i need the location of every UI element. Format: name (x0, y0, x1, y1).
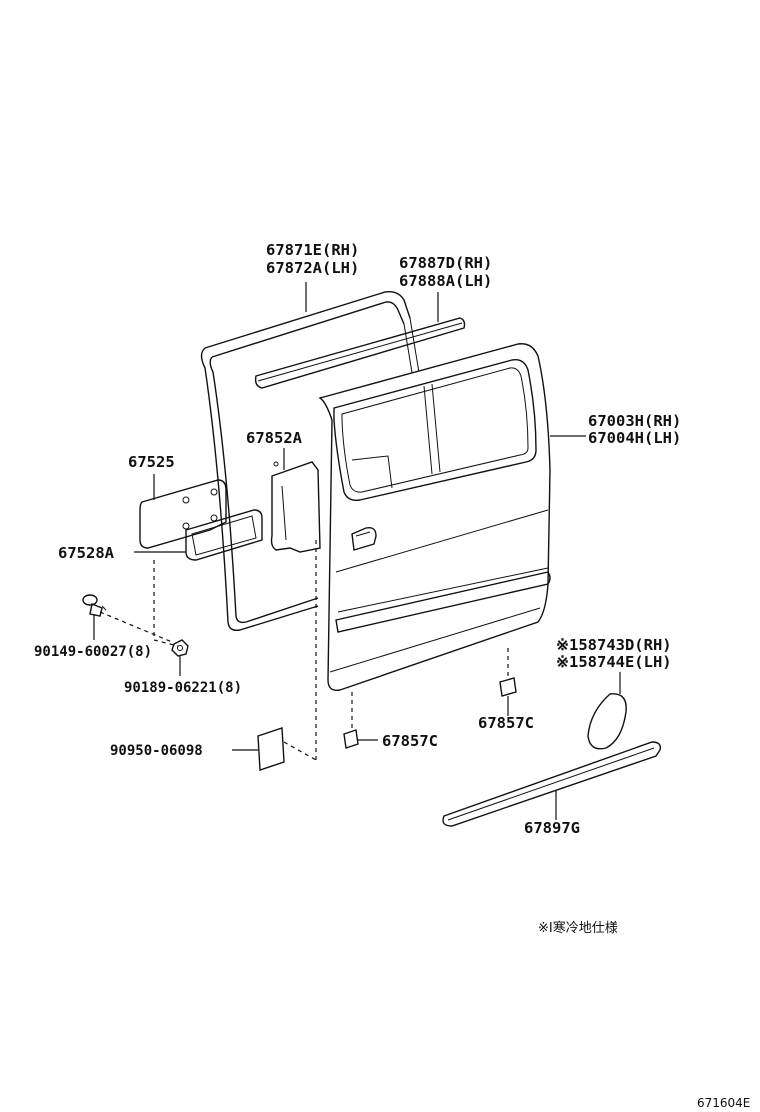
cold-region-note: ※I寒冷地仕様 (538, 920, 618, 936)
assembly-dash-lines (99, 540, 509, 761)
plate-drawing (139, 479, 227, 549)
label-clip-left: 67857C (382, 732, 438, 750)
clip-right-drawing (499, 677, 517, 697)
label-hole-cover: 67852A (246, 429, 303, 447)
nut-drawing (171, 639, 189, 657)
seal-pad-drawing (257, 727, 285, 771)
optional-cover-drawing (587, 693, 627, 750)
label-screw: 90149-60027(8) (34, 644, 152, 660)
glass-weatherstrip-drawing (254, 317, 466, 389)
label-glass-weatherstrip-rh: 67887D(RH) (399, 254, 492, 272)
label-nut: 90189-06221(8) (124, 680, 242, 696)
label-plate: 67525 (128, 453, 175, 471)
label-glass-weatherstrip-lh: 67888A(LH) (399, 272, 492, 290)
hole-cover-drawing (270, 461, 321, 553)
door-panel-drawing (318, 343, 551, 691)
clip-left-drawing (343, 729, 359, 749)
label-moulding: 67897G (524, 819, 580, 837)
label-door-weatherstrip-lh: 67872A(LH) (266, 259, 359, 277)
label-door-weatherstrip-rh: 67871E(RH) (266, 241, 359, 259)
leader-lines (93, 282, 621, 820)
diagram-code: 671604E (697, 1096, 750, 1110)
screw-drawing (82, 594, 107, 617)
label-optional-cover-lh: ※158744E(LH) (556, 653, 672, 671)
label-optional-cover-rh: ※158743D(RH) (556, 636, 672, 654)
label-seal-pad: 90950-06098 (110, 743, 203, 759)
moulding-drawing (442, 741, 662, 827)
label-gasket: 67528A (58, 544, 115, 562)
label-door-panel-lh: 67004H(LH) (588, 429, 681, 447)
label-door-panel-rh: 67003H(RH) (588, 412, 681, 430)
label-clip-right: 67857C (478, 714, 534, 732)
gasket-drawing (185, 509, 263, 561)
